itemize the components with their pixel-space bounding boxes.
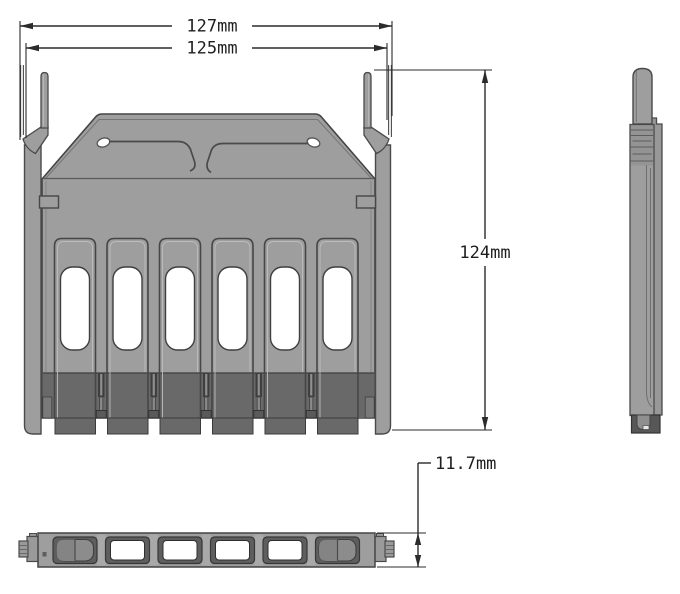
side-view <box>629 67 663 434</box>
bottom-right-connector <box>373 533 395 563</box>
side-inner-rod <box>646 165 653 408</box>
bottom-open-windows <box>110 540 303 561</box>
top-right-oval-hole <box>306 137 321 148</box>
arrow-up-icon <box>414 533 422 545</box>
bottom-teeth <box>54 417 359 435</box>
side-foot-notch <box>642 425 650 430</box>
right-cut-slot <box>206 142 309 174</box>
dim-label-124mm: 124mm <box>459 243 510 263</box>
dim-label-11.7mm: 11.7mm <box>435 454 496 474</box>
band-right-step <box>364 396 375 419</box>
bottom-end-inserts <box>55 538 357 562</box>
arrow-down-icon <box>481 417 489 430</box>
slot-inner-lines <box>57 241 356 418</box>
arrow-down-icon <box>414 555 422 567</box>
dimension-overall-width: 127mm <box>19 17 393 140</box>
bottom-view <box>18 532 395 568</box>
right-rail <box>374 144 392 435</box>
bottom-left-connector <box>18 533 40 563</box>
dimension-strip-thickness: 11.7mm <box>377 454 496 568</box>
slot-outlines <box>53 237 359 418</box>
side-step-zone <box>631 125 653 166</box>
arrow-left-icon <box>26 44 39 52</box>
dimension-hook-width: 125mm <box>25 39 388 138</box>
arrow-right-icon <box>379 22 392 30</box>
mounting-hook-right <box>363 65 392 155</box>
right-latch-tab <box>355 195 377 209</box>
dimension-body-height: 124mm <box>374 69 511 431</box>
front-view <box>20 65 392 435</box>
left-cut-slot <box>109 140 196 172</box>
arrow-left-icon <box>20 22 33 30</box>
mounting-hook-left <box>20 65 49 155</box>
top-fold-line <box>44 119 373 180</box>
left-rail <box>23 144 42 435</box>
side-hook-knob <box>632 67 653 125</box>
slot-windows <box>59 266 353 351</box>
left-latch-tab <box>38 195 60 209</box>
dim-label-125mm: 125mm <box>186 39 237 59</box>
band-left-step <box>42 396 53 419</box>
contact-rods <box>95 372 317 419</box>
dim-label-127mm: 127mm <box>186 17 237 37</box>
bottom-strip-mark <box>42 552 47 557</box>
arrow-right-icon <box>374 44 387 52</box>
arrow-up-icon <box>481 70 489 83</box>
bottom-separators <box>97 534 316 566</box>
side-step-lines <box>630 129 654 162</box>
top-left-oval-hole <box>96 137 111 148</box>
